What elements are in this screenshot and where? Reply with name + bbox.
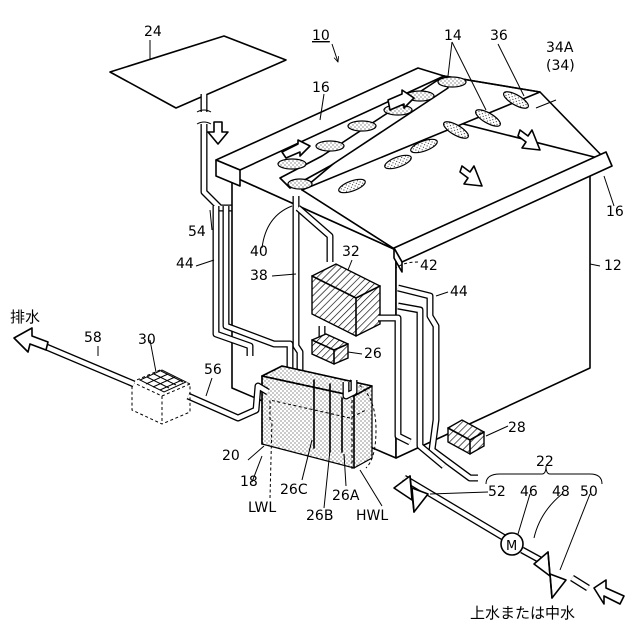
inlet-arrow bbox=[594, 580, 624, 604]
label-38: 38 bbox=[250, 268, 268, 284]
label-30: 30 bbox=[138, 332, 156, 348]
label-42: 42 bbox=[420, 258, 438, 274]
label-14: 14 bbox=[444, 28, 462, 44]
label-44-right: 44 bbox=[450, 284, 468, 300]
label-16-left: 16 bbox=[312, 80, 330, 96]
label-50: 50 bbox=[580, 484, 598, 500]
label-12: 12 bbox=[604, 258, 622, 274]
label-24: 24 bbox=[144, 24, 162, 40]
valve-28 bbox=[448, 420, 484, 454]
label-hwl: HWL bbox=[356, 508, 388, 524]
label-44-left: 44 bbox=[176, 256, 194, 272]
label-20: 20 bbox=[222, 448, 240, 464]
label-54: 54 bbox=[188, 224, 206, 240]
inlet-label: 上水または中水 bbox=[470, 604, 575, 622]
filter-30 bbox=[132, 370, 190, 424]
label-40: 40 bbox=[250, 244, 268, 260]
label-26a: 26A bbox=[332, 488, 360, 504]
label-32: 32 bbox=[342, 244, 360, 260]
label-16-right: 16 bbox=[606, 204, 624, 220]
label-28: 28 bbox=[508, 420, 526, 436]
label-lwl: LWL bbox=[248, 500, 276, 516]
motor-label: M bbox=[506, 539, 517, 554]
check-valve-52 bbox=[394, 476, 428, 512]
label-26c: 26C bbox=[280, 482, 308, 498]
drain-label: 排水 bbox=[10, 308, 40, 326]
solar-panel bbox=[110, 36, 286, 108]
drain-arrow bbox=[14, 328, 48, 352]
label-18: 18 bbox=[240, 474, 258, 490]
label-34a: 34A bbox=[546, 40, 574, 56]
label-56: 56 bbox=[204, 362, 222, 378]
drain-pipe-58 bbox=[44, 346, 134, 384]
label-58: 58 bbox=[84, 330, 102, 346]
label-46: 46 bbox=[520, 484, 538, 500]
drain-pipe-56 bbox=[188, 386, 268, 418]
valve-48-50 bbox=[534, 552, 566, 598]
label-26: 26 bbox=[364, 346, 382, 362]
label-52: 52 bbox=[488, 484, 506, 500]
label-26b: 26B bbox=[306, 508, 333, 524]
label-36: 36 bbox=[490, 28, 508, 44]
label-48: 48 bbox=[552, 484, 570, 500]
label-10: 10 bbox=[312, 28, 330, 44]
label-22: 22 bbox=[536, 454, 554, 470]
label-34: (34) bbox=[546, 58, 575, 74]
motor-46: M bbox=[501, 533, 523, 555]
